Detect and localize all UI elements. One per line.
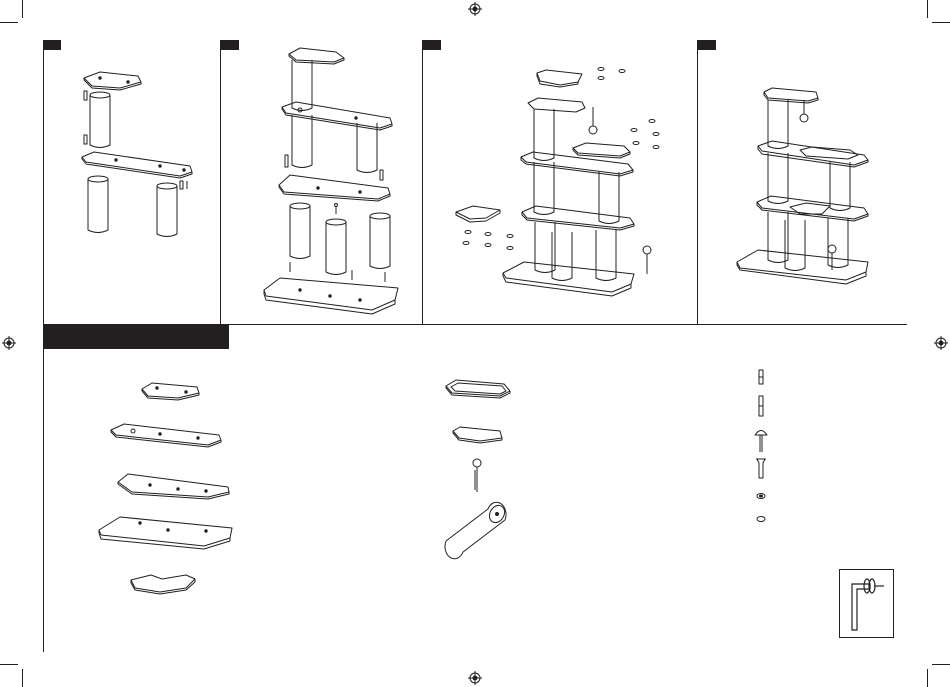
part-half-moon-shelf: [453, 427, 502, 441]
part-small-top-shelf: [142, 383, 199, 398]
part-angled-shelf: [118, 474, 229, 497]
part-double-dowel-long: [759, 396, 763, 416]
registration-mark-left: [2, 336, 16, 350]
allen-key-box: [839, 569, 894, 638]
parts-list-drawings: [99, 370, 767, 594]
step-3-drawing: [456, 68, 659, 297]
part-round-head-bolt: [755, 431, 767, 453]
part-sisal-post: [445, 502, 508, 558]
step-2-drawing: [264, 48, 398, 314]
step-1-drawing: [82, 72, 192, 237]
part-long-shelf: [111, 424, 221, 445]
part-double-dowel-short: [759, 370, 763, 384]
part-washer: [757, 494, 765, 499]
registration-mark-bottom: [468, 671, 482, 685]
part-curved-platform: [131, 575, 195, 592]
part-flat-head-screw: [756, 459, 766, 478]
step-4-drawing: [737, 88, 868, 284]
registration-mark-right: [934, 336, 948, 350]
part-base-board: [99, 517, 232, 546]
registration-mark-top: [468, 2, 482, 16]
part-foot-pad: [757, 517, 765, 522]
part-ball-toy: [473, 459, 481, 492]
allen-key-icon: [840, 570, 893, 637]
